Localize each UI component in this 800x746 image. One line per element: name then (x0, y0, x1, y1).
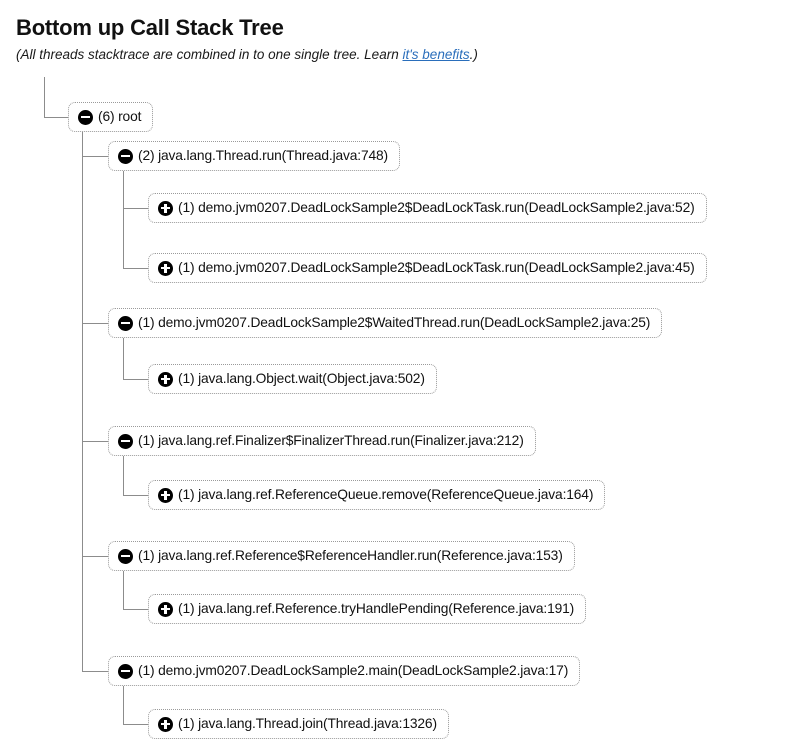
tree-node-thread-run[interactable]: (2) java.lang.Thread.run(Thread.java:748… (108, 141, 400, 171)
its-benefits-link[interactable]: it's benefits (402, 46, 470, 62)
connector-branch-referencehandler-run-153 (82, 556, 108, 557)
tree-node-label: (1) java.lang.ref.Finalizer$FinalizerThr… (138, 433, 524, 448)
tree-node-label: (1) java.lang.Object.wait(Object.java:50… (178, 371, 425, 386)
tree-node-reference-tryhandlepending-191[interactable]: (1) java.lang.ref.Reference.tryHandlePen… (148, 594, 587, 624)
minus-circle-icon[interactable] (118, 548, 133, 564)
connector-branch-reference-tryhandlepending-191 (123, 609, 148, 610)
tree-node-label: (1) demo.jvm0207.DeadLockSample2$WaitedT… (138, 315, 651, 330)
connector-branch-finalizerthread-run-212 (82, 441, 108, 442)
connector-trunk-waitedthread-run-25 (123, 338, 124, 379)
connector-branch-deadlocksample2-main-17 (82, 671, 108, 672)
connector-branch-waitedthread-run-25 (82, 323, 108, 324)
subtitle-suffix-text: .) (469, 46, 478, 62)
connector-root-trunk (82, 132, 83, 671)
minus-circle-icon[interactable] (78, 109, 93, 125)
connector-root-incoming-vertical (44, 77, 45, 117)
tree-node-label: (1) java.lang.ref.ReferenceQueue.remove(… (178, 487, 594, 502)
tree-node-label: (6) root (98, 109, 142, 124)
tree-node-deadlocksample2-main-17[interactable]: (1) demo.jvm0207.DeadLockSample2.main(De… (108, 656, 581, 686)
plus-circle-icon[interactable] (158, 601, 173, 617)
plus-circle-icon[interactable] (158, 371, 173, 387)
page-header: Bottom up Call Stack Tree (All threads s… (0, 0, 800, 63)
tree-node-thread-join-1326[interactable]: (1) java.lang.Thread.join(Thread.java:13… (148, 709, 449, 739)
plus-circle-icon[interactable] (158, 487, 173, 503)
connector-trunk-deadlocksample2-main-17 (123, 686, 124, 724)
tree-node-label: (1) demo.jvm0207.DeadLockSample2.main(De… (138, 663, 569, 678)
tree-node-referencequeue-remove-164[interactable]: (1) java.lang.ref.ReferenceQueue.remove(… (148, 480, 606, 510)
connector-branch-deadlocktask-run-45 (123, 268, 148, 269)
connector-trunk-thread-run (123, 171, 124, 268)
tree-node-object-wait-502[interactable]: (1) java.lang.Object.wait(Object.java:50… (148, 364, 437, 394)
connector-branch-deadlocktask-run-52 (123, 208, 148, 209)
tree-node-finalizerthread-run-212[interactable]: (1) java.lang.ref.Finalizer$FinalizerThr… (108, 426, 536, 456)
tree-node-label: (1) java.lang.Thread.join(Thread.java:13… (178, 716, 437, 731)
tree-node-waitedthread-run-25[interactable]: (1) demo.jvm0207.DeadLockSample2$WaitedT… (108, 308, 663, 338)
connector-branch-thread-run (82, 156, 108, 157)
tree-node-label: (2) java.lang.Thread.run(Thread.java:748… (138, 148, 388, 163)
tree-node-root[interactable]: (6) root (68, 102, 154, 132)
minus-circle-icon[interactable] (118, 148, 133, 164)
call-stack-tree: (6) root (2) java.lang.Thread.run(Thread.… (0, 68, 800, 746)
tree-node-label: (1) demo.jvm0207.DeadLockSample2$DeadLoc… (178, 200, 695, 215)
connector-trunk-finalizerthread-run-212 (123, 456, 124, 495)
plus-circle-icon[interactable] (158, 260, 173, 276)
tree-node-label: (1) demo.jvm0207.DeadLockSample2$DeadLoc… (178, 260, 695, 275)
subtitle-prefix-text: (All threads stacktrace are combined in … (16, 46, 403, 62)
tree-node-deadlocktask-run-52[interactable]: (1) demo.jvm0207.DeadLockSample2$DeadLoc… (148, 193, 707, 223)
tree-node-label: (1) java.lang.ref.Reference.tryHandlePen… (178, 601, 575, 616)
minus-circle-icon[interactable] (118, 663, 133, 679)
connector-branch-object-wait-502 (123, 379, 148, 380)
minus-circle-icon[interactable] (118, 315, 133, 331)
connector-branch-thread-join-1326 (123, 724, 148, 725)
plus-circle-icon[interactable] (158, 200, 173, 216)
page-title: Bottom up Call Stack Tree (16, 15, 284, 40)
tree-node-referencehandler-run-153[interactable]: (1) java.lang.ref.Reference$ReferenceHan… (108, 541, 575, 571)
page-subtitle: (All threads stacktrace are combined in … (16, 46, 800, 64)
tree-node-label: (1) java.lang.ref.Reference$ReferenceHan… (138, 548, 563, 563)
plus-circle-icon[interactable] (158, 716, 173, 732)
tree-node-deadlocktask-run-45[interactable]: (1) demo.jvm0207.DeadLockSample2$DeadLoc… (148, 253, 707, 283)
connector-root-incoming-horizontal (44, 117, 68, 118)
minus-circle-icon[interactable] (118, 433, 133, 449)
connector-branch-referencequeue-remove-164 (123, 495, 148, 496)
connector-trunk-referencehandler-run-153 (123, 571, 124, 609)
